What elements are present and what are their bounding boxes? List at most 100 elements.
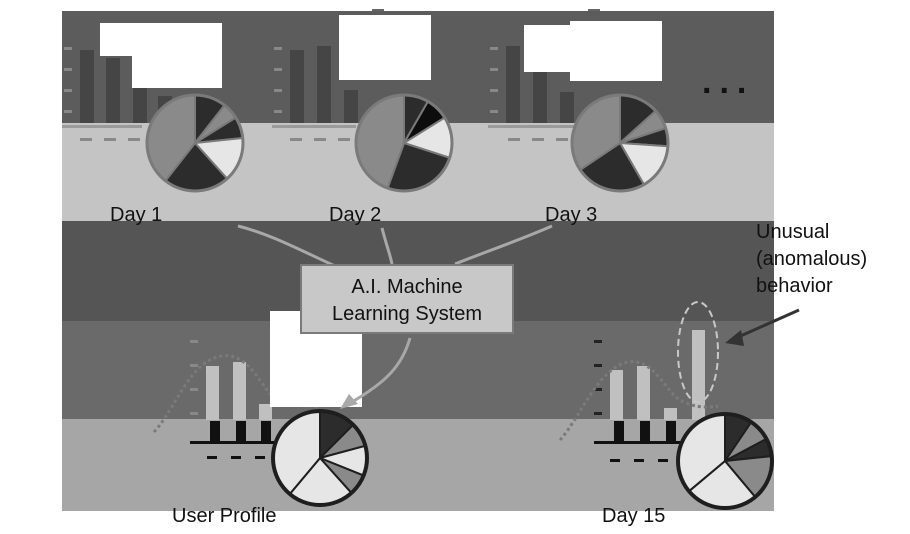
day3-dash: [532, 138, 544, 141]
day15-panel: [558, 301, 719, 462]
day15-bar: [664, 408, 677, 420]
day15-lower-bar: [666, 421, 676, 441]
day1-dash: [104, 138, 116, 141]
day3-tick: [490, 110, 498, 113]
day15-anomaly-bar: [692, 330, 705, 420]
ml-line2: Learning System: [331, 303, 483, 325]
day3-bar: [533, 70, 547, 123]
day1-tick: [64, 68, 72, 71]
day3-label-box: [524, 25, 576, 72]
day15-axis: [594, 441, 694, 444]
unusual-label: Unusual: [756, 221, 830, 243]
anomalous-label: (anomalous): [756, 248, 868, 270]
profile-dash: [207, 456, 217, 459]
arrowhead: [340, 394, 358, 409]
day3-dash: [508, 138, 520, 141]
day3-axis: [488, 125, 576, 128]
day3-bar: [560, 92, 574, 123]
anomaly-pointer-arrow: [735, 308, 800, 340]
day15-dash: [658, 459, 668, 462]
pie-charts: [145, 93, 774, 510]
day3-label-box: [570, 21, 662, 81]
profile-bar: [206, 366, 219, 420]
day2-bar: [344, 90, 358, 123]
day1-label-box: [132, 53, 222, 88]
profile-tick: [190, 412, 198, 415]
band-lower-mid: [62, 321, 774, 419]
profile-bar: [259, 404, 272, 420]
day2-pie: [354, 93, 454, 193]
day2-bar: [290, 50, 304, 123]
user-profile-label: User Profile: [172, 505, 277, 527]
anomaly-arrowhead: [725, 330, 744, 346]
profile-tick: [190, 340, 198, 343]
day1-bar: [80, 50, 94, 123]
day15-tick: [594, 412, 602, 415]
day3-tick: [490, 68, 498, 71]
day15-lower-bar: [640, 421, 650, 441]
day2-tick: [274, 68, 282, 71]
day2-axis: [272, 125, 356, 128]
ellipsis: ...: [702, 63, 755, 101]
day2-label: Day 2: [329, 204, 382, 226]
day15-tick: [594, 388, 602, 391]
profile-axis: [190, 441, 280, 444]
day15-tick: [594, 364, 602, 367]
day3-pie: [570, 93, 670, 193]
pie-outline: [676, 412, 774, 510]
day2-top-tick: [372, 9, 384, 11]
connector-line: [380, 227, 394, 265]
day2-dash: [290, 138, 302, 141]
pie-outline: [271, 409, 369, 507]
day3-dash: [556, 138, 568, 141]
day3-top-tick: [588, 9, 600, 11]
day1-label-box: [100, 23, 222, 56]
profile-lower-bar: [210, 421, 220, 441]
ml-system-box: A.I. Machine Learning System: [300, 264, 514, 334]
day1-tick: [64, 47, 72, 50]
profile-pie: [271, 409, 369, 507]
day1-bar: [106, 58, 120, 123]
day2-panel: [272, 9, 431, 141]
profile-tick: [190, 388, 198, 391]
behavior-label: behavior: [756, 275, 833, 297]
day1-pie: [145, 93, 245, 193]
day1-tick: [64, 110, 72, 113]
day3-bar: [506, 46, 520, 123]
day15-lower-bar: [614, 421, 624, 441]
day1-tick: [64, 89, 72, 92]
ml-to-profile-arrow: [351, 337, 412, 404]
day15-bar: [610, 370, 623, 420]
day2-label-box: [339, 15, 431, 80]
connector-line: [237, 224, 336, 268]
day3-tick: [490, 89, 498, 92]
day15-dash: [610, 459, 620, 462]
connector-line: [454, 224, 553, 266]
day15-dash: [634, 459, 644, 462]
day1-label: Day 1: [110, 204, 163, 226]
day15-tick: [594, 340, 602, 343]
profile-dash: [255, 456, 265, 459]
pie-outline: [145, 93, 245, 193]
anomaly-highlight-ellipse: [677, 301, 719, 403]
day15-bar: [637, 366, 650, 420]
day2-tick: [274, 47, 282, 50]
day2-tick: [274, 110, 282, 113]
band-bottom-light: [62, 419, 774, 511]
profile-lower-bar: [236, 421, 246, 441]
profile-bar: [233, 362, 246, 420]
day2-dash: [338, 138, 350, 141]
profile-dash: [231, 456, 241, 459]
day3-tick: [490, 47, 498, 50]
ml-line1: A.I. Machine: [351, 276, 463, 298]
profile-tick: [190, 364, 198, 367]
profile-lower-bar: [261, 421, 271, 441]
pie-outline: [354, 93, 454, 193]
day15-label: Day 15: [602, 505, 666, 527]
day1-bar: [133, 88, 147, 123]
day2-dash: [314, 138, 326, 141]
day2-bar: [317, 46, 331, 123]
day2-tick: [274, 89, 282, 92]
day1-dash: [128, 138, 140, 141]
